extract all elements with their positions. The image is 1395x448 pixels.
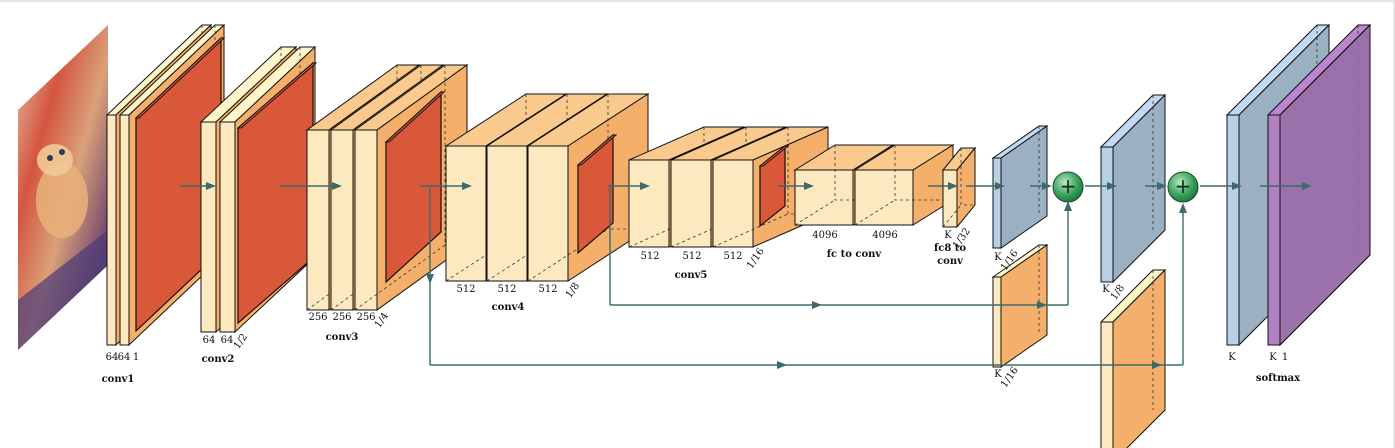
conv4-ch-label-c: 512 (538, 284, 557, 295)
score-16-pool-ch: K (994, 369, 1002, 380)
conv1-scale-label: 1 (133, 352, 139, 363)
fc-group-label: fc to conv (827, 249, 883, 260)
conv1-ch-label-b: 64 (118, 352, 131, 363)
conv2-activation (236, 61, 318, 325)
conv1-group-label: conv1 (102, 374, 135, 385)
conv3-scale-label: 1/4 (373, 311, 391, 330)
score-16-pool-layer (991, 244, 1049, 368)
fc8-ch-label: K (944, 230, 952, 241)
conv3-ch-label-a: 256 (308, 312, 327, 323)
conv5-activation (758, 144, 790, 228)
conv3-ch-label-c: 256 (356, 312, 375, 323)
conv5-scale-label: 1/16 (745, 246, 767, 271)
blocks-layer (105, 23, 1372, 448)
input-image (18, 25, 108, 350)
score-16-pool-scale: 1/16 (999, 365, 1021, 390)
conv5-group-label: conv5 (675, 270, 708, 281)
score-8-pool-layer (1099, 268, 1167, 448)
conv4-ch-label-b: 512 (497, 284, 516, 295)
conv2-ch-label-a: 64 (203, 335, 216, 346)
conv4-activation (576, 133, 618, 255)
conv4-layer-c (526, 93, 650, 282)
flow-layer (180, 182, 1312, 369)
score-16-up-ch: K (994, 252, 1002, 263)
conv3-activation (384, 90, 446, 284)
output-scale: 1 (1282, 352, 1288, 363)
sum-node-1-symbol: + (1060, 174, 1077, 198)
conv4-group-label: conv4 (492, 302, 525, 313)
conv5-ch-label-c: 512 (723, 251, 742, 262)
sum-node-2: + (1167, 171, 1199, 203)
fc8-group-label-2: conv (937, 256, 964, 267)
conv3-group-label: conv3 (326, 332, 359, 343)
output-ch-b: K (1269, 352, 1277, 363)
conv4-ch-label-a: 512 (456, 284, 475, 295)
conv1-ch-label-a: 64 (106, 352, 119, 363)
fc-ch-label-a: 4096 (812, 230, 837, 241)
conv3-ch-label-b: 256 (332, 312, 351, 323)
conv2-scale-label: 1/2 (232, 332, 250, 351)
sum-node-2-symbol: + (1175, 174, 1192, 198)
conv5-ch-label-a: 512 (640, 251, 659, 262)
output-ch-a: K (1228, 352, 1236, 363)
score-8-up-layer (1099, 93, 1167, 284)
conv1-activation (134, 36, 226, 333)
sum-node-1: + (1052, 171, 1084, 203)
conv2-group-label: conv2 (202, 354, 235, 365)
conv2-ch-label-b: 64 (221, 335, 234, 346)
conv5-ch-label-b: 512 (682, 251, 701, 262)
fc8-group-label-1: fc8 to (934, 243, 966, 254)
score-16-up-layer (991, 125, 1049, 249)
fc-ch-label-b: 4096 (872, 230, 897, 241)
output-softmax-layer (1266, 23, 1372, 347)
fc8-layer (941, 146, 977, 229)
score-8-up-ch: K (1102, 284, 1110, 295)
softmax-label: softmax (1256, 373, 1301, 384)
conv4-scale-label: 1/8 (564, 281, 582, 300)
